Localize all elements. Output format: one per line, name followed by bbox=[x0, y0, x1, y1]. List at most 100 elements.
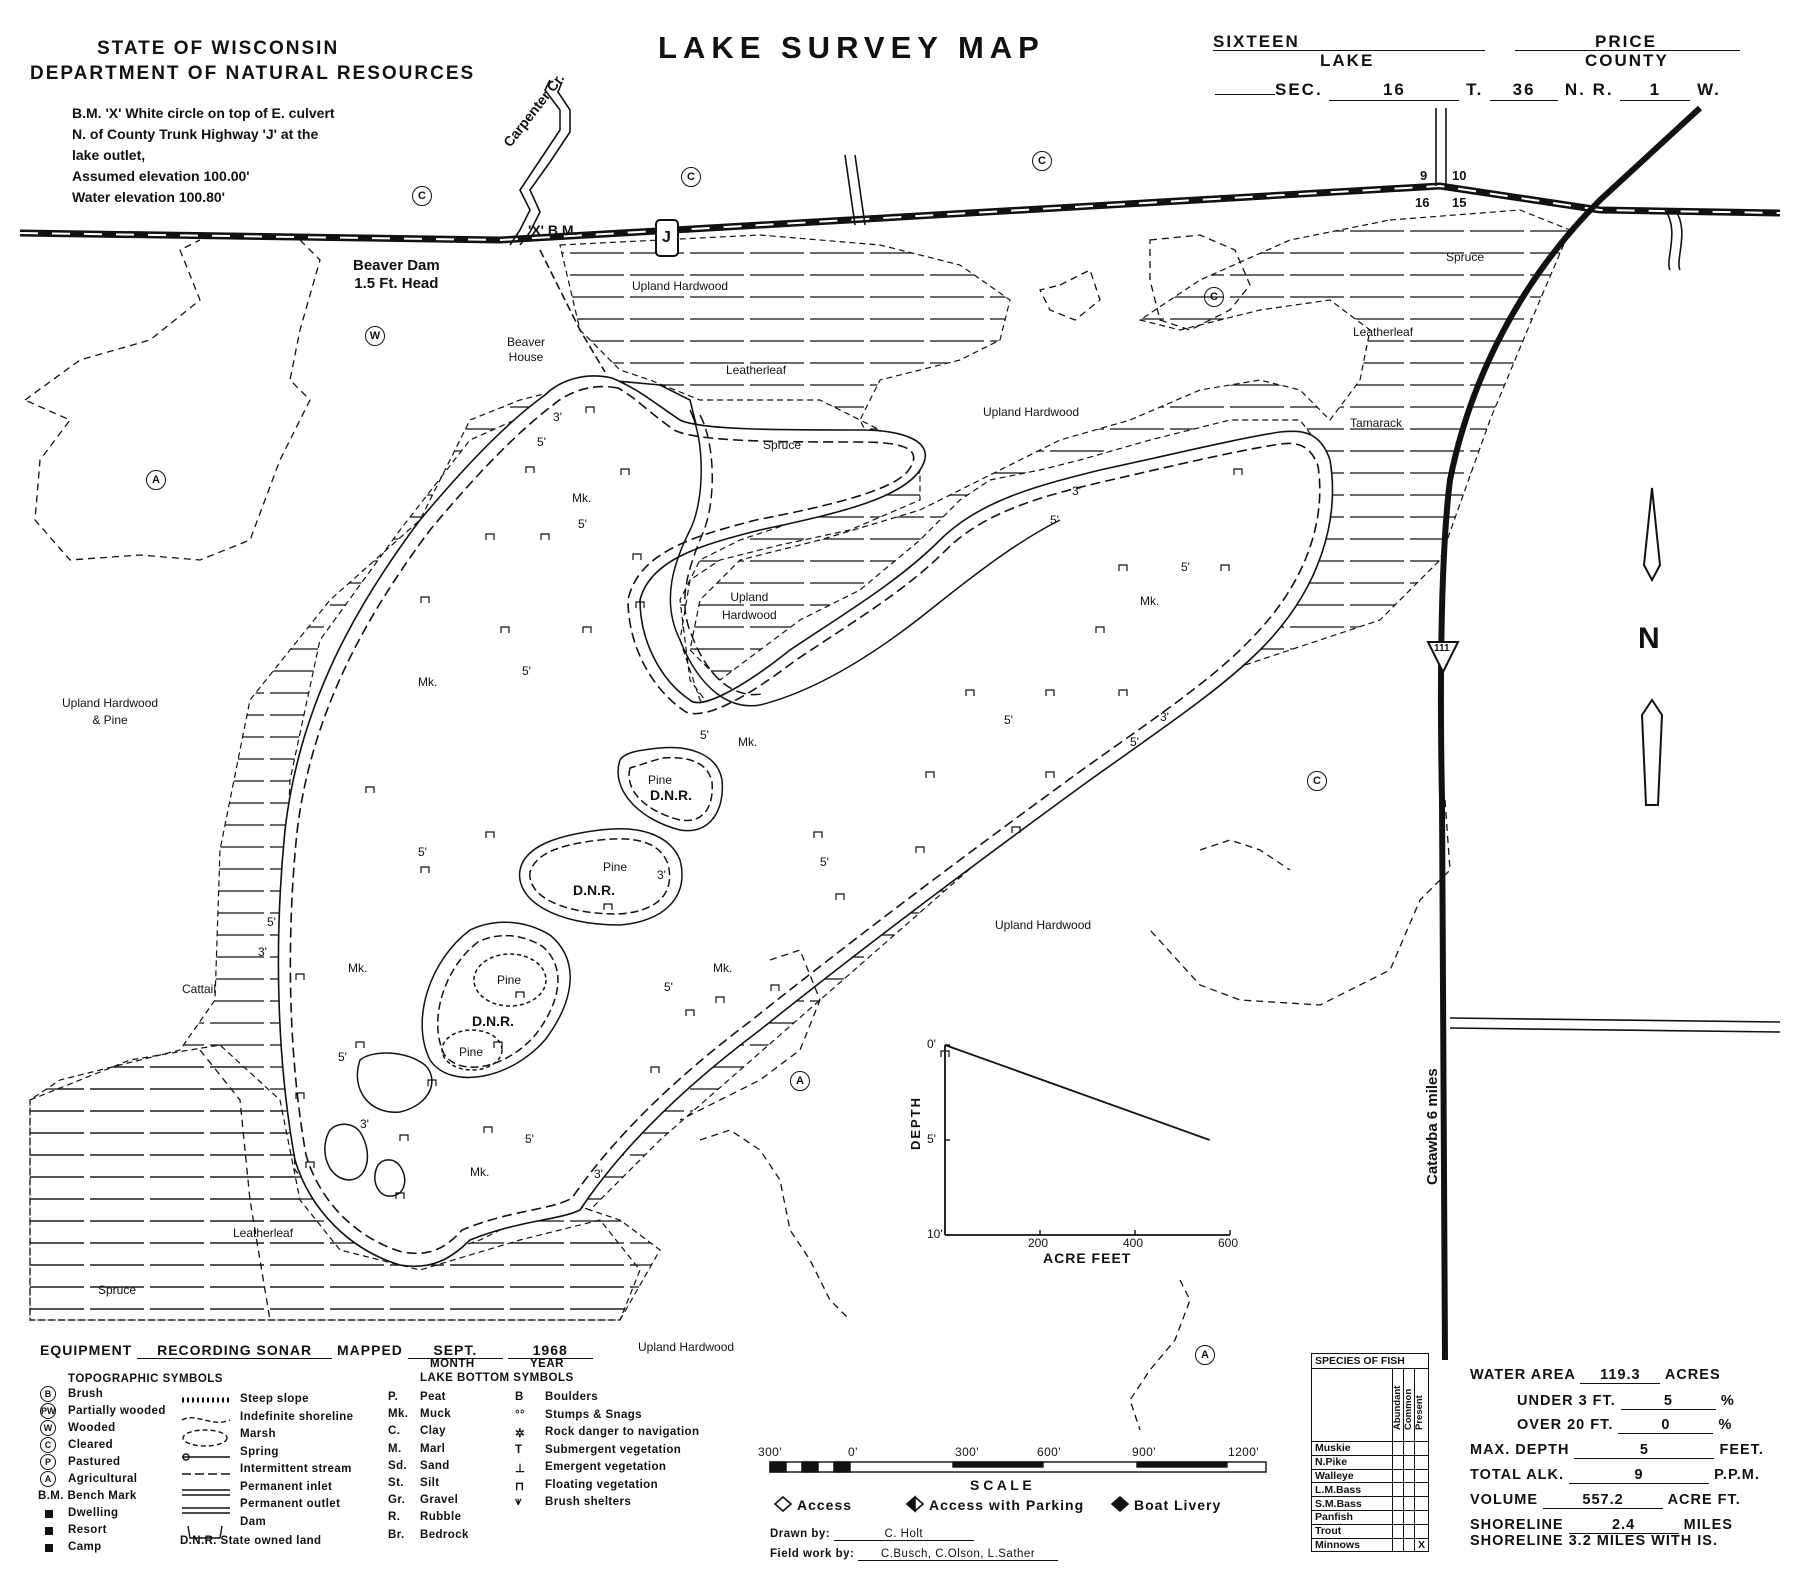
volume-label: VOLUME bbox=[1470, 1492, 1539, 1508]
bottom-symbol-label: Peat bbox=[420, 1391, 446, 1403]
t-value: 36 bbox=[1490, 80, 1559, 101]
chart-ytick-label: 5' bbox=[927, 1132, 936, 1146]
total-alk-label: TOTAL ALK. bbox=[1470, 1467, 1565, 1483]
floating-vegetation-icon bbox=[420, 596, 430, 603]
chart-xtick-label: 600 bbox=[1218, 1236, 1239, 1250]
cleared-symbol: C bbox=[412, 186, 432, 206]
roads bbox=[19, 105, 1781, 1361]
fish-abundant-cell bbox=[1392, 1482, 1404, 1498]
lake-body bbox=[277, 375, 1334, 1268]
shoreline-unit: MILES bbox=[1683, 1517, 1733, 1533]
max-depth-unit: FEET. bbox=[1719, 1442, 1764, 1458]
sec-value: 16 bbox=[1329, 80, 1460, 101]
cleared-symbol: C bbox=[1204, 287, 1224, 307]
scale-bar bbox=[769, 1461, 1267, 1473]
beaver-dam-label: Beaver Dam 1.5 Ft. Head bbox=[353, 257, 440, 293]
floating-vegetation-icon bbox=[770, 984, 780, 991]
depth-5-label: 5' bbox=[1004, 713, 1013, 727]
floating-vegetation-icon bbox=[1118, 689, 1128, 696]
fish-common-cell bbox=[1403, 1468, 1415, 1484]
lake-shoreline bbox=[277, 375, 1334, 1268]
fish-common-cell bbox=[1403, 1454, 1415, 1470]
depth-3-label: 3' bbox=[657, 868, 666, 882]
legend-line-symbols bbox=[181, 1397, 231, 1539]
benchmark-note: B.M. 'X' White circle on top of E. culve… bbox=[72, 103, 335, 208]
upland-hardwood-split-line: Hardwood bbox=[722, 608, 777, 622]
month-label: MONTH bbox=[430, 1358, 475, 1370]
dnr-label: D.N.R. bbox=[472, 1013, 514, 1029]
upland-hardwood-pine-label: Upland Hardwood & Pine bbox=[62, 695, 158, 729]
fish-row: Walleye bbox=[1311, 1468, 1430, 1484]
highway-j-label: J bbox=[662, 229, 671, 246]
island-small-2 bbox=[324, 1123, 369, 1181]
carpenter-creek bbox=[509, 79, 606, 373]
north-bay-shore bbox=[669, 409, 1061, 707]
topo-symbol-icon: W bbox=[40, 1420, 56, 1436]
depth-3-label: 3' bbox=[360, 1117, 369, 1131]
floating-vegetation-icon bbox=[585, 406, 595, 413]
bottom-symbol-code: P. bbox=[388, 1391, 399, 1403]
fish-common-cell bbox=[1403, 1441, 1415, 1456]
beaver-dam-label-line: Beaver Dam bbox=[353, 257, 440, 274]
scale-tick-label: 1200' bbox=[1228, 1445, 1259, 1459]
shoreline-value: 2.4 bbox=[1568, 1517, 1679, 1534]
access-label: Access bbox=[797, 1497, 853, 1513]
topo-legend-label: Agricultural bbox=[68, 1473, 138, 1485]
bottom-symbol-code: R. bbox=[388, 1511, 401, 1524]
bottom-symbol-code: C. bbox=[388, 1425, 401, 1438]
floating-vegetation-icon bbox=[427, 1079, 437, 1086]
topo-legend-label: Brush bbox=[68, 1388, 104, 1400]
equipment-value: RECORDING SONAR bbox=[137, 1342, 333, 1359]
bottom-symbol-label: Rubble bbox=[420, 1511, 462, 1524]
depth-5-label: 5' bbox=[338, 1050, 347, 1064]
dwelling-legend-label: Dwelling bbox=[68, 1507, 119, 1519]
corner-10: 10 bbox=[1452, 168, 1467, 183]
floating-vegetation-icon bbox=[925, 771, 935, 778]
over-20ft-value: 0 bbox=[1618, 1417, 1714, 1434]
fish-present-cell bbox=[1413, 1441, 1430, 1456]
map-title: LAKE SURVEY MAP bbox=[658, 30, 1045, 65]
fish-species-name: L.M.Bass bbox=[1311, 1482, 1393, 1498]
fish-abundant-cell bbox=[1392, 1468, 1404, 1484]
fish-species-name: Trout bbox=[1311, 1523, 1393, 1539]
depth-5-label: 5' bbox=[522, 664, 531, 678]
upland-hardwood-label: Upland Hardwood bbox=[632, 279, 729, 293]
topo-legend-label: Pastured bbox=[68, 1456, 121, 1468]
spruce-label: Spruce bbox=[1446, 250, 1485, 264]
muck-label: Mk. bbox=[713, 961, 733, 975]
road-north-3 bbox=[844, 154, 856, 226]
fish-header-blank bbox=[1311, 1368, 1393, 1442]
max-depth-row: MAX. DEPTH 5 FEET. bbox=[1470, 1442, 1764, 1459]
chart-ytick-label: 0' bbox=[927, 1037, 936, 1051]
water-area-row: WATER AREA 119.3 ACRES bbox=[1470, 1367, 1721, 1384]
bottom-symbol-code: Sd. bbox=[388, 1459, 408, 1472]
fish-present-cell bbox=[1413, 1509, 1430, 1525]
upland-hardwood-pine-line: & Pine bbox=[92, 713, 128, 727]
max-depth-value: 5 bbox=[1574, 1442, 1715, 1459]
cleared-symbol: C bbox=[1307, 771, 1327, 791]
resort-legend-label: Resort bbox=[68, 1524, 107, 1536]
beaver-house-label-line: Beaver bbox=[507, 335, 546, 349]
fish-present-cell bbox=[1413, 1454, 1430, 1470]
floating-vegetation-icon bbox=[635, 601, 645, 608]
drawn-by-label: Drawn by: bbox=[770, 1528, 831, 1540]
muck-label: Mk. bbox=[470, 1165, 490, 1179]
floating-vegetation-icon bbox=[485, 533, 495, 540]
depth-5-label: 5' bbox=[578, 517, 587, 531]
topo-symbol-icon: B bbox=[40, 1386, 56, 1402]
depth-3-label: 3' bbox=[1072, 484, 1081, 498]
bottom-symbol-label: Boulders bbox=[545, 1391, 599, 1403]
over-20ft-pct: % bbox=[1718, 1417, 1733, 1433]
islands bbox=[324, 746, 724, 1197]
fish-abundant-cell bbox=[1392, 1441, 1404, 1456]
shield-111 bbox=[1426, 641, 1460, 675]
highway-111 bbox=[1437, 105, 1703, 1361]
floating-vegetation-icon bbox=[685, 1009, 695, 1016]
road-ne-1 bbox=[1664, 209, 1673, 271]
max-depth-label: MAX. DEPTH bbox=[1470, 1442, 1570, 1458]
depth-3-label: 3' bbox=[1160, 710, 1169, 724]
depth-5-label: 5' bbox=[525, 1132, 534, 1146]
muck-label: Mk. bbox=[572, 491, 592, 505]
depth-5-label: 5' bbox=[1181, 560, 1190, 574]
